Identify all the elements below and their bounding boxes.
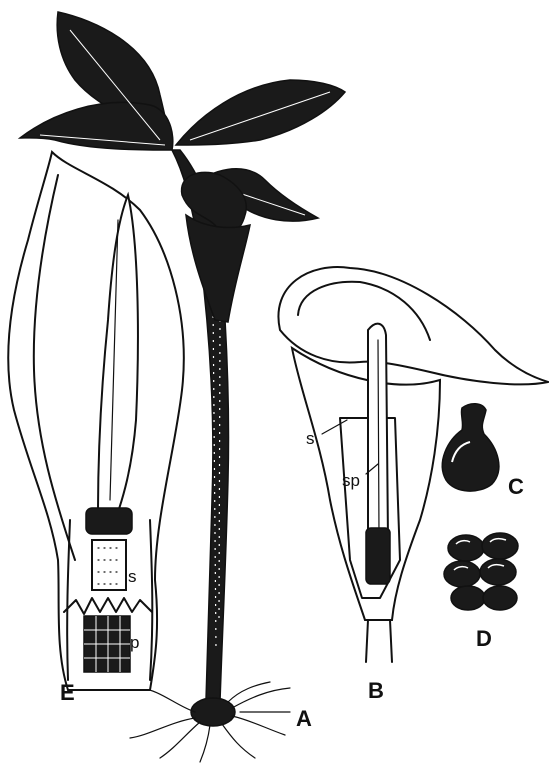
label-e: E	[60, 680, 75, 705]
d-lobe-4	[480, 559, 516, 585]
figure-d	[444, 533, 518, 610]
e-staminate-zone	[92, 540, 126, 590]
d-lobe-6	[483, 586, 517, 610]
c-ovary	[442, 404, 499, 491]
d-lobe-5	[451, 586, 485, 610]
label-b: B	[368, 678, 384, 703]
d-lobe-3	[444, 561, 480, 587]
spathe-tube	[186, 215, 250, 322]
leaf-left	[20, 102, 173, 150]
label-b-sp: sp	[342, 471, 360, 490]
label-b-s: s	[306, 429, 315, 448]
figure-e	[8, 152, 183, 690]
label-e-s: s	[128, 567, 137, 586]
label-d: D	[476, 626, 492, 651]
label-a: A	[296, 706, 312, 731]
e-staminate-band-top	[86, 508, 132, 534]
label-e-p: p	[130, 633, 139, 652]
leaf-right	[176, 80, 345, 145]
label-c: C	[508, 474, 524, 499]
b-stalk	[366, 620, 392, 662]
plant-a-stem	[172, 150, 250, 702]
e-spathe-outline	[8, 152, 183, 690]
d-lobe-1	[448, 535, 484, 561]
figure-c	[442, 404, 499, 491]
d-lobe-2	[482, 533, 518, 559]
b-flower-cluster	[366, 528, 390, 584]
